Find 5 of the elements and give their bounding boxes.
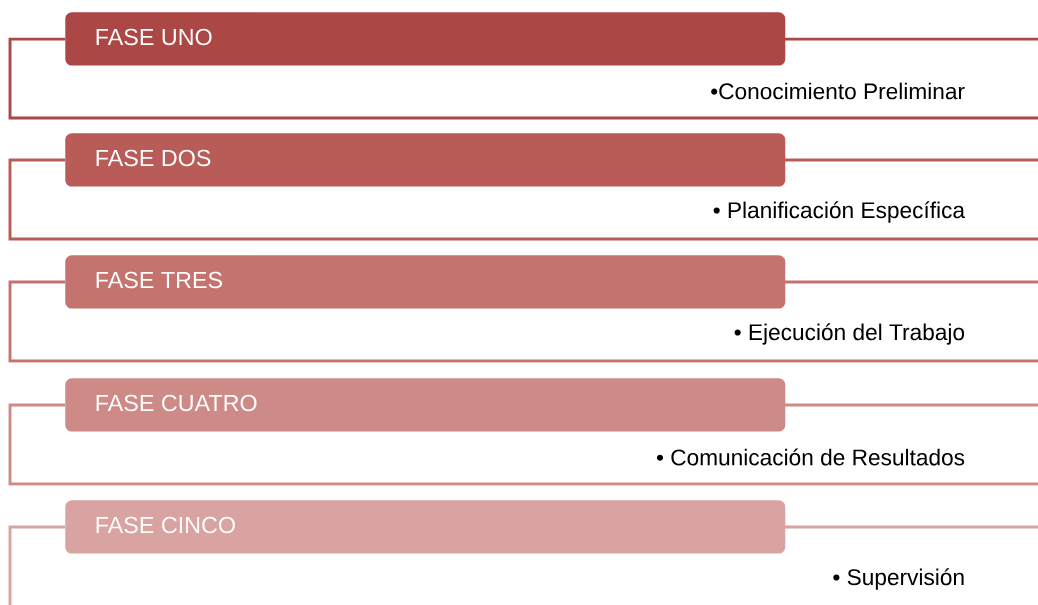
phase-box: FASE CUATRO (65, 378, 786, 432)
phase-box: FASE UNO (65, 12, 786, 66)
phase-box: FASE CINCO (65, 500, 786, 554)
phase-box: FASE DOS (65, 133, 786, 187)
phase-box: FASE TRES (65, 255, 786, 309)
